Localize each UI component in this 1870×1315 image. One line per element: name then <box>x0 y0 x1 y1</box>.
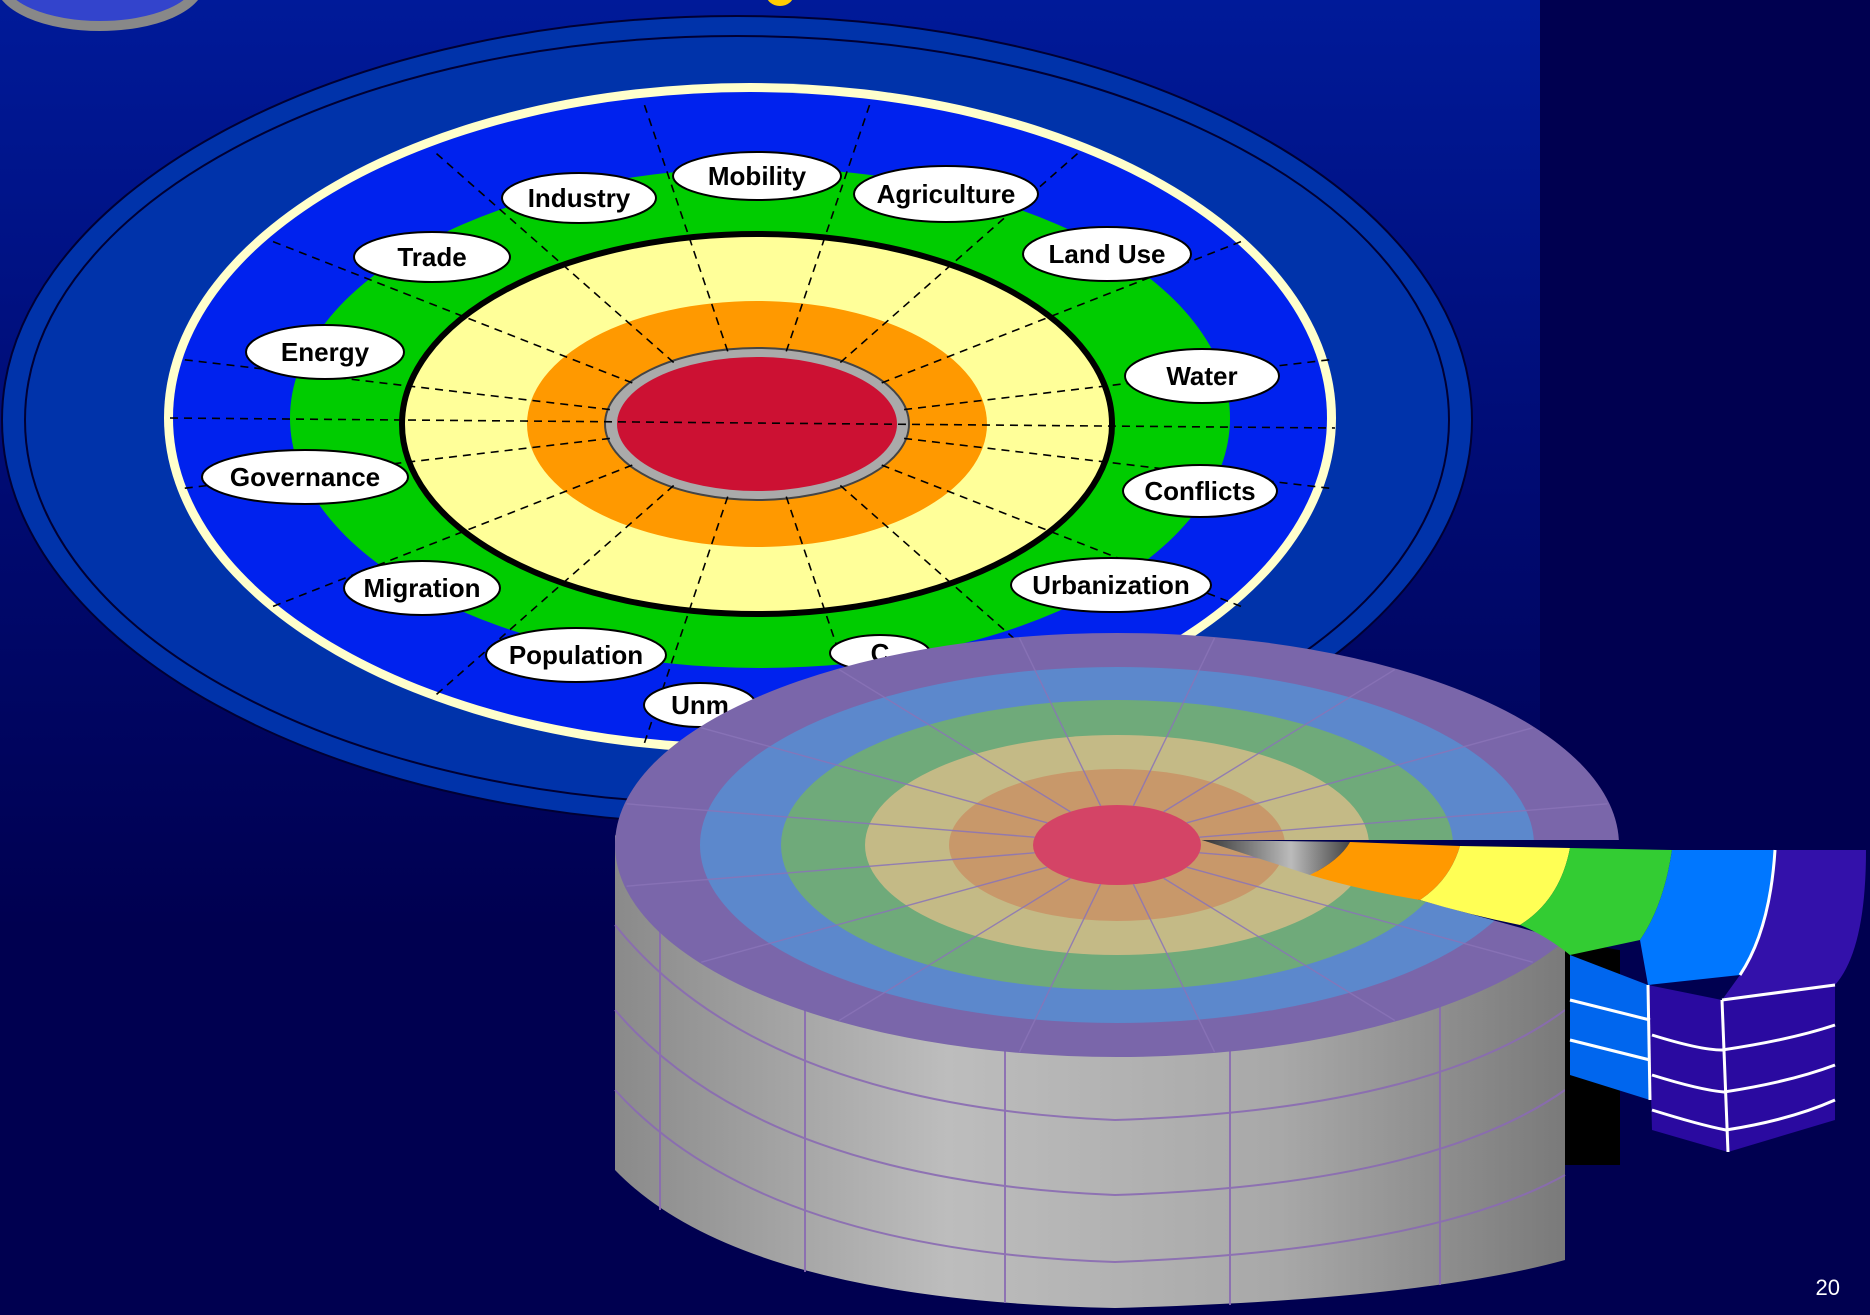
slice-indigo-side <box>1648 985 1835 1152</box>
label-text: Water <box>1166 361 1237 391</box>
core <box>617 357 897 491</box>
slice-orange <box>1310 842 1460 900</box>
label-trade: Trade <box>353 231 511 283</box>
cylinder-divider <box>1186 866 1533 963</box>
cylinder-divider <box>1163 877 1396 1022</box>
sector-divider <box>270 464 633 609</box>
cylinder-divider <box>838 668 1071 813</box>
sector-divider <box>183 358 610 411</box>
slice-blue-top <box>1640 850 1775 985</box>
cylinder-divider <box>1132 883 1216 1053</box>
label-agriculture: Agriculture <box>853 165 1039 223</box>
sector-divider <box>642 100 729 352</box>
page-number: 20 <box>1815 1275 1840 1300</box>
label-text: Urbanization <box>1032 570 1189 600</box>
label-text: Trade <box>397 242 466 272</box>
cylinder-divider <box>701 866 1048 963</box>
label-bubble <box>245 324 405 380</box>
cylinder-divider <box>701 727 1048 824</box>
cylinder-divider <box>1018 883 1102 1053</box>
label-land-use: Land Use <box>1022 226 1192 282</box>
slice-blue-side <box>1570 955 1650 1100</box>
label-text: Mobility <box>708 161 807 191</box>
cylinder-divider <box>1199 803 1608 838</box>
label-bubble <box>1010 557 1212 613</box>
label-text: Migration <box>364 573 481 603</box>
sector-divider <box>270 239 633 384</box>
label-text: Energy <box>281 337 370 367</box>
cylinder-divider <box>1132 637 1216 807</box>
label-mobility: Mobility <box>672 151 842 201</box>
label-bubble <box>1122 464 1278 518</box>
label-bubble <box>853 165 1039 223</box>
sector-divider <box>642 496 729 748</box>
cylinder-3d <box>614 633 1866 1308</box>
label-text: Conflicts <box>1144 476 1255 506</box>
label-text: Unm <box>671 690 729 720</box>
label-energy: Energy <box>245 324 405 380</box>
label-text: Governance <box>230 462 380 492</box>
slice-yellow <box>1420 846 1570 925</box>
label-bubble <box>672 151 842 201</box>
sector-divider <box>785 100 872 352</box>
label-text: Population <box>509 640 643 670</box>
cylinder-divider <box>838 877 1071 1022</box>
sector-divider <box>785 496 872 748</box>
cylinder-divider <box>626 852 1035 887</box>
label-text: Industry <box>528 183 631 213</box>
label-text: Land Use <box>1048 239 1165 269</box>
extracted-slice <box>1202 840 1866 1153</box>
label-bubble <box>353 231 511 283</box>
cylinder-divider <box>1186 727 1533 824</box>
slice-indigo-top <box>1722 850 1866 1000</box>
horizontal-divider <box>169 417 1336 429</box>
cylinder-divider <box>1163 668 1396 813</box>
sector-divider <box>431 484 675 699</box>
label-bubble <box>1022 226 1192 282</box>
label-population: Population <box>485 627 667 683</box>
label-migration: Migration <box>343 560 501 616</box>
label-industry: Industry <box>501 172 657 224</box>
label-bubble <box>343 560 501 616</box>
label-text: Agriculture <box>877 179 1016 209</box>
top-core <box>1033 805 1201 885</box>
title-fragment <box>767 0 793 6</box>
label-bubble <box>501 172 657 224</box>
sector-divider <box>839 149 1083 364</box>
cylinder-divider <box>626 803 1035 838</box>
label-water: Water <box>1124 348 1280 404</box>
label-bubble <box>201 449 409 505</box>
cylinder-side <box>615 835 1565 1308</box>
sector-divider <box>431 149 675 364</box>
slice-gray <box>1202 840 1350 875</box>
label-bubble <box>485 627 667 683</box>
label-conflicts: Conflicts <box>1122 464 1278 518</box>
label-governance: Governance <box>201 449 409 505</box>
slice-green <box>1520 848 1672 955</box>
label-bubble <box>1124 348 1280 404</box>
cylinder-side-grid <box>614 890 1566 1305</box>
label-urbanization: Urbanization <box>1010 557 1212 613</box>
cylinder-divider <box>1018 637 1102 807</box>
corner-logo-fragment <box>2 0 198 31</box>
